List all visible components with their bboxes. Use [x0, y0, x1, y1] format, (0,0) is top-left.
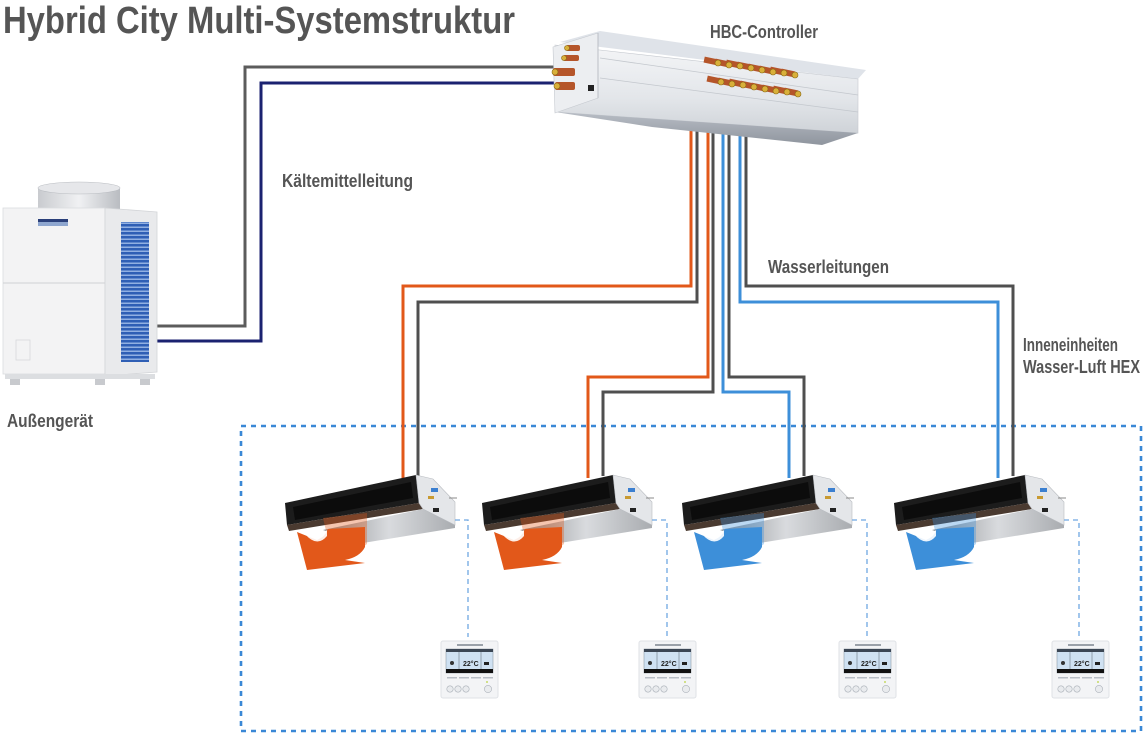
ducted-unit-body: [284, 474, 458, 544]
ducted-unit-body: [681, 474, 855, 544]
remote-temperature: 22°C: [1074, 660, 1090, 668]
remote-temperature: 22°C: [463, 660, 479, 668]
remote-controller-body: [1051, 640, 1110, 699]
controller-link-2: [652, 519, 668, 637]
refrigerant-line-label: Kältemittelleitung: [282, 171, 413, 191]
indoor-units-label-line1: Inneneinheiten: [1023, 335, 1118, 355]
page-title: Hybrid City Multi-Systemstruktur: [3, 0, 515, 42]
water-lines-label: Wasserleitungen: [768, 257, 889, 277]
hbc-controller-label: HBC-Controller: [710, 22, 818, 42]
remote-temperature: 22°C: [861, 660, 877, 668]
indoor-units-label-line2: Wasser-Luft HEX: [1023, 357, 1140, 377]
indoor-unit-4: [893, 474, 1067, 570]
indoor-zone-boundary: [239, 424, 1143, 733]
remote-controller-4: 22°C: [1051, 640, 1110, 699]
remote-controller-1: 22°C: [440, 640, 499, 699]
outdoor-unit: [2, 181, 158, 385]
ducted-unit-body: [893, 474, 1067, 544]
remote-temperature: 22°C: [661, 660, 677, 668]
hbc-copper-fittings: [551, 45, 802, 98]
water-return-pipe-unit-2: [601, 124, 715, 476]
controller-link-4: [1064, 519, 1080, 637]
indoor-unit-3: [681, 474, 855, 570]
water-supply-pipe-unit-2: [586, 124, 710, 478]
ducted-unit-body: [481, 474, 655, 544]
refrigerant-liquid-pipe: [157, 81, 561, 343]
remote-controller-body: [838, 640, 897, 699]
remote-controller-body: [440, 640, 499, 699]
remote-controller-2: 22°C: [638, 640, 697, 699]
outdoor-unit-label: Außengerät: [7, 411, 93, 431]
water-return-pipe-unit-4: [744, 124, 1015, 476]
hbc-controller: [551, 31, 866, 145]
water-supply-pipe-unit-4: [738, 124, 1000, 478]
refrigerant-gas-pipe: [157, 65, 557, 328]
indoor-unit-2: [481, 474, 655, 570]
water-supply-pipe-unit-3: [721, 124, 791, 478]
remote-controller-body: [638, 640, 697, 699]
water-return-pipe-unit-3: [727, 124, 806, 476]
controller-link-3: [852, 519, 868, 637]
water-supply-pipe-unit-1: [401, 124, 693, 478]
controller-link-1: [455, 519, 469, 637]
indoor-unit-1: [284, 474, 458, 570]
remote-controller-3: 22°C: [838, 640, 897, 699]
water-return-pipe-unit-1: [416, 124, 699, 476]
